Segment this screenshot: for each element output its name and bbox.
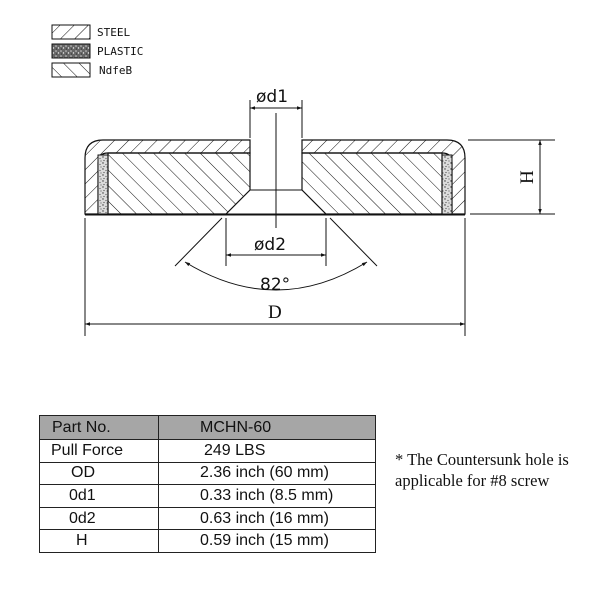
plastic-ring-right xyxy=(441,154,453,215)
row-value: 0.33 inch (8.5 mm) xyxy=(200,486,334,504)
row-key-cell: H xyxy=(39,529,159,553)
row-value-cell: 0.63 inch (16 mm) xyxy=(158,506,376,531)
row-key-cell: Pull Force xyxy=(39,439,159,463)
row-value: 249 LBS xyxy=(204,441,266,459)
row-value-cell: 2.36 inch (60 mm) xyxy=(158,461,376,486)
row-value-cell: 0.59 inch (15 mm) xyxy=(158,529,376,553)
row-value: 2.36 inch (60 mm) xyxy=(200,464,329,482)
table-row: H 0.59 inch (15 mm) xyxy=(39,529,376,553)
dimension-height: H xyxy=(468,139,555,215)
row-key: 0d1 xyxy=(69,486,96,504)
plastic-swatch-icon xyxy=(51,43,91,59)
row-key: 0d2 xyxy=(69,509,96,527)
header-value: MCHN-60 xyxy=(200,418,272,436)
table-row: 0d2 0.63 inch (16 mm) xyxy=(39,506,376,531)
note-line-1: * The Countersunk hole is xyxy=(395,450,569,469)
label-d1: ød1 xyxy=(256,87,288,107)
row-key-cell: 0d1 xyxy=(39,484,159,508)
row-key-cell: 0d2 xyxy=(39,506,159,531)
legend-item-plastic: PLASTIC xyxy=(51,43,143,59)
row-key: H xyxy=(76,532,88,550)
row-value-cell: 0.33 inch (8.5 mm) xyxy=(158,484,376,508)
note-line-2: applicable for #8 screw xyxy=(395,471,550,490)
spec-table: Part No. MCHN-60 Pull Force 249 LBS OD 2… xyxy=(39,415,376,553)
header-key: Part No. xyxy=(52,418,111,436)
legend: STEEL PLASTIC NdfeB xyxy=(51,24,143,78)
table-header-row: Part No. MCHN-60 xyxy=(39,415,376,440)
countersunk-note: * The Countersunk hole is applicable for… xyxy=(395,449,600,491)
legend-item-ndfeb: NdfeB xyxy=(51,62,132,78)
table-row: 0d1 0.33 inch (8.5 mm) xyxy=(39,484,376,508)
row-key-cell: OD xyxy=(39,461,159,486)
dimension-outer-diameter: D xyxy=(84,218,466,336)
dimension-d1: ød1 xyxy=(249,87,303,138)
legend-label-plastic: PLASTIC xyxy=(97,45,143,58)
label-diameter: D xyxy=(268,302,282,323)
row-value: 0.59 inch (15 mm) xyxy=(200,532,329,550)
plastic-ring-left xyxy=(97,154,109,215)
label-d2: ød2 xyxy=(254,235,286,255)
ndfeb-magnet-left xyxy=(107,152,251,215)
legend-label-steel: STEEL xyxy=(97,26,130,39)
row-key: Pull Force xyxy=(51,441,124,459)
legend-label-ndfeb: NdfeB xyxy=(99,64,132,77)
dimension-d2: ød2 xyxy=(225,218,327,266)
table-row: Pull Force 249 LBS xyxy=(39,439,376,463)
ndfeb-swatch-icon xyxy=(51,62,91,78)
label-angle: 82° xyxy=(260,275,290,295)
table-row: OD 2.36 inch (60 mm) xyxy=(39,461,376,486)
header-value-cell: MCHN-60 xyxy=(158,415,376,440)
ndfeb-magnet-right xyxy=(301,152,443,215)
dimension-angle: 82° xyxy=(174,217,378,295)
row-value-cell: 249 LBS xyxy=(158,439,376,463)
label-height: H xyxy=(517,170,538,184)
legend-item-steel: STEEL xyxy=(51,24,130,40)
magnet-cross-section xyxy=(84,113,466,228)
row-value: 0.63 inch (16 mm) xyxy=(200,509,329,527)
row-key: OD xyxy=(71,464,95,482)
header-key-cell: Part No. xyxy=(39,415,159,440)
steel-swatch-icon xyxy=(51,24,91,40)
